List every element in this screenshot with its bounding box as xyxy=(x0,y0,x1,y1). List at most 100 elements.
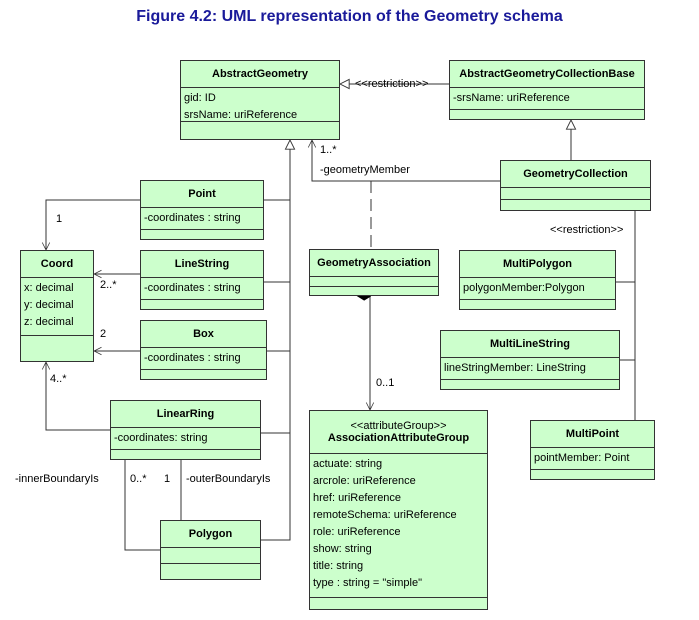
class-attributes: actuate: string arcrole: uriReference hr… xyxy=(310,454,487,598)
class-polygon: Polygon xyxy=(160,520,261,580)
class-operations xyxy=(111,450,260,454)
class-name: MultiPoint xyxy=(531,421,654,448)
class-attribute: -coordinates : string xyxy=(144,212,241,224)
class-name: AbstractGeometry xyxy=(181,61,339,88)
class-attributes: -coordinates : string xyxy=(141,278,263,300)
class-name: Polygon xyxy=(161,521,260,548)
class-operations xyxy=(501,200,650,204)
class-name: AbstractGeometryCollectionBase xyxy=(450,61,644,88)
class-line-string: LineString -coordinates : string xyxy=(140,250,264,310)
class-attribute: -coordinates : string xyxy=(144,282,241,294)
multiplicity-label: 0..* xyxy=(130,473,147,485)
class-attribute: x: decimal xyxy=(24,282,74,294)
class-operations xyxy=(141,300,263,304)
multiplicity-label: 1 xyxy=(164,473,171,485)
class-geometry-association: GeometryAssociation xyxy=(309,249,439,296)
class-operations xyxy=(21,336,93,340)
class-attribute: polygonMember:Polygon xyxy=(463,282,585,294)
role-label: -outerBoundaryIs xyxy=(186,473,271,485)
class-name: GeometryAssociation xyxy=(310,250,438,277)
class-name: LinearRing xyxy=(111,401,260,428)
class-attribute: role: uriReference xyxy=(313,526,401,538)
class-attribute: y: decimal xyxy=(24,299,74,311)
class-name: GeometryCollection xyxy=(501,161,650,188)
class-name-header: <<attributeGroup>> AssociationAttributeG… xyxy=(310,411,487,454)
restriction-label: <<restriction>> xyxy=(355,78,429,90)
class-operations xyxy=(441,380,619,384)
class-name: LineString xyxy=(141,251,263,278)
multiplicity-label: 1..* xyxy=(320,144,337,156)
class-name: AssociationAttributeGroup xyxy=(327,432,470,444)
class-multi-point: MultiPoint pointMember: Point xyxy=(530,420,655,480)
role-label: -innerBoundaryIs xyxy=(15,473,99,485)
class-operations xyxy=(310,598,487,602)
class-attribute: z: decimal xyxy=(24,316,74,328)
class-name: Coord xyxy=(21,251,93,278)
class-attribute: gid: ID xyxy=(184,92,216,104)
inner-boundary-line xyxy=(124,460,160,551)
class-operations xyxy=(531,470,654,474)
multiplicity-label: 1 xyxy=(56,213,63,225)
class-attribute: arcrole: uriReference xyxy=(313,475,416,487)
class-point: Point -coordinates : string xyxy=(140,180,264,240)
multiplicity-label: 0..1 xyxy=(376,377,395,389)
association-line xyxy=(46,199,140,250)
class-attribute: -coordinates : string xyxy=(144,352,241,364)
class-attributes xyxy=(161,548,260,564)
class-attribute: pointMember: Point xyxy=(534,452,630,464)
class-coord: Coord x: decimal y: decimal z: decimal xyxy=(20,250,94,362)
role-label: -geometryMember xyxy=(320,164,410,176)
class-multi-line-string: MultiLineString lineStringMember: LineSt… xyxy=(440,330,620,390)
class-linear-ring: LinearRing -coordinates: string xyxy=(110,400,261,460)
class-attribute: -srsName: uriReference xyxy=(453,92,570,104)
class-attribute: type : string = "simple" xyxy=(313,577,422,589)
class-attributes: -coordinates : string xyxy=(141,208,263,230)
class-attribute: remoteSchema: uriReference xyxy=(313,509,457,521)
class-operations xyxy=(310,287,438,291)
multiplicity-label: 2..* xyxy=(100,279,117,291)
association-line xyxy=(312,140,500,182)
class-attributes: -srsName: uriReference xyxy=(450,88,644,110)
class-attributes: -coordinates: string xyxy=(111,428,260,450)
class-geometry-collection: GeometryCollection xyxy=(500,160,651,211)
class-association-attribute-group: <<attributeGroup>> AssociationAttributeG… xyxy=(309,410,488,610)
class-operations xyxy=(141,230,263,234)
class-operations xyxy=(460,300,615,304)
class-attributes: gid: ID srsName: uriReference xyxy=(181,88,339,122)
restriction-line xyxy=(616,200,635,283)
generalization-line xyxy=(264,140,290,201)
class-name: MultiLineString xyxy=(441,331,619,358)
class-abstract-geometry-collection-base: AbstractGeometryCollectionBase -srsName:… xyxy=(449,60,645,120)
class-name: Box xyxy=(141,321,266,348)
class-name: MultiPolygon xyxy=(460,251,615,278)
restriction-label: <<restriction>> xyxy=(550,224,624,236)
generalization-line xyxy=(261,433,291,541)
class-attributes: -coordinates : string xyxy=(141,348,266,370)
multiplicity-label: 2 xyxy=(100,328,107,340)
class-attributes: polygonMember:Polygon xyxy=(460,278,615,300)
class-multi-polygon: MultiPolygon polygonMember:Polygon xyxy=(459,250,616,310)
multiplicity-label: 4..* xyxy=(50,373,67,385)
class-attributes: lineStringMember: LineString xyxy=(441,358,619,380)
class-attributes xyxy=(310,277,438,287)
class-attribute: show: string xyxy=(313,543,372,555)
class-name: Point xyxy=(141,181,263,208)
class-attribute: actuate: string xyxy=(313,458,383,470)
class-attribute: title: string xyxy=(313,560,364,572)
class-operations xyxy=(161,564,260,568)
class-operations xyxy=(450,110,644,114)
class-box: Box -coordinates : string xyxy=(140,320,267,380)
class-attribute: srsName: uriReference xyxy=(184,109,298,121)
association-line xyxy=(46,362,110,431)
class-stereotype: <<attributeGroup>> xyxy=(350,420,447,432)
class-attribute: href: uriReference xyxy=(313,492,402,504)
figure-title: Figure 4.2: UML representation of the Ge… xyxy=(136,8,563,25)
class-attributes xyxy=(501,188,650,200)
class-abstract-geometry: AbstractGeometry gid: ID srsName: uriRef… xyxy=(180,60,340,140)
generalization-line xyxy=(261,200,291,434)
class-attributes: x: decimal y: decimal z: decimal xyxy=(21,278,93,336)
class-attribute: -coordinates: string xyxy=(114,432,208,444)
class-operations xyxy=(141,370,266,374)
class-attribute: lineStringMember: LineString xyxy=(444,362,586,374)
